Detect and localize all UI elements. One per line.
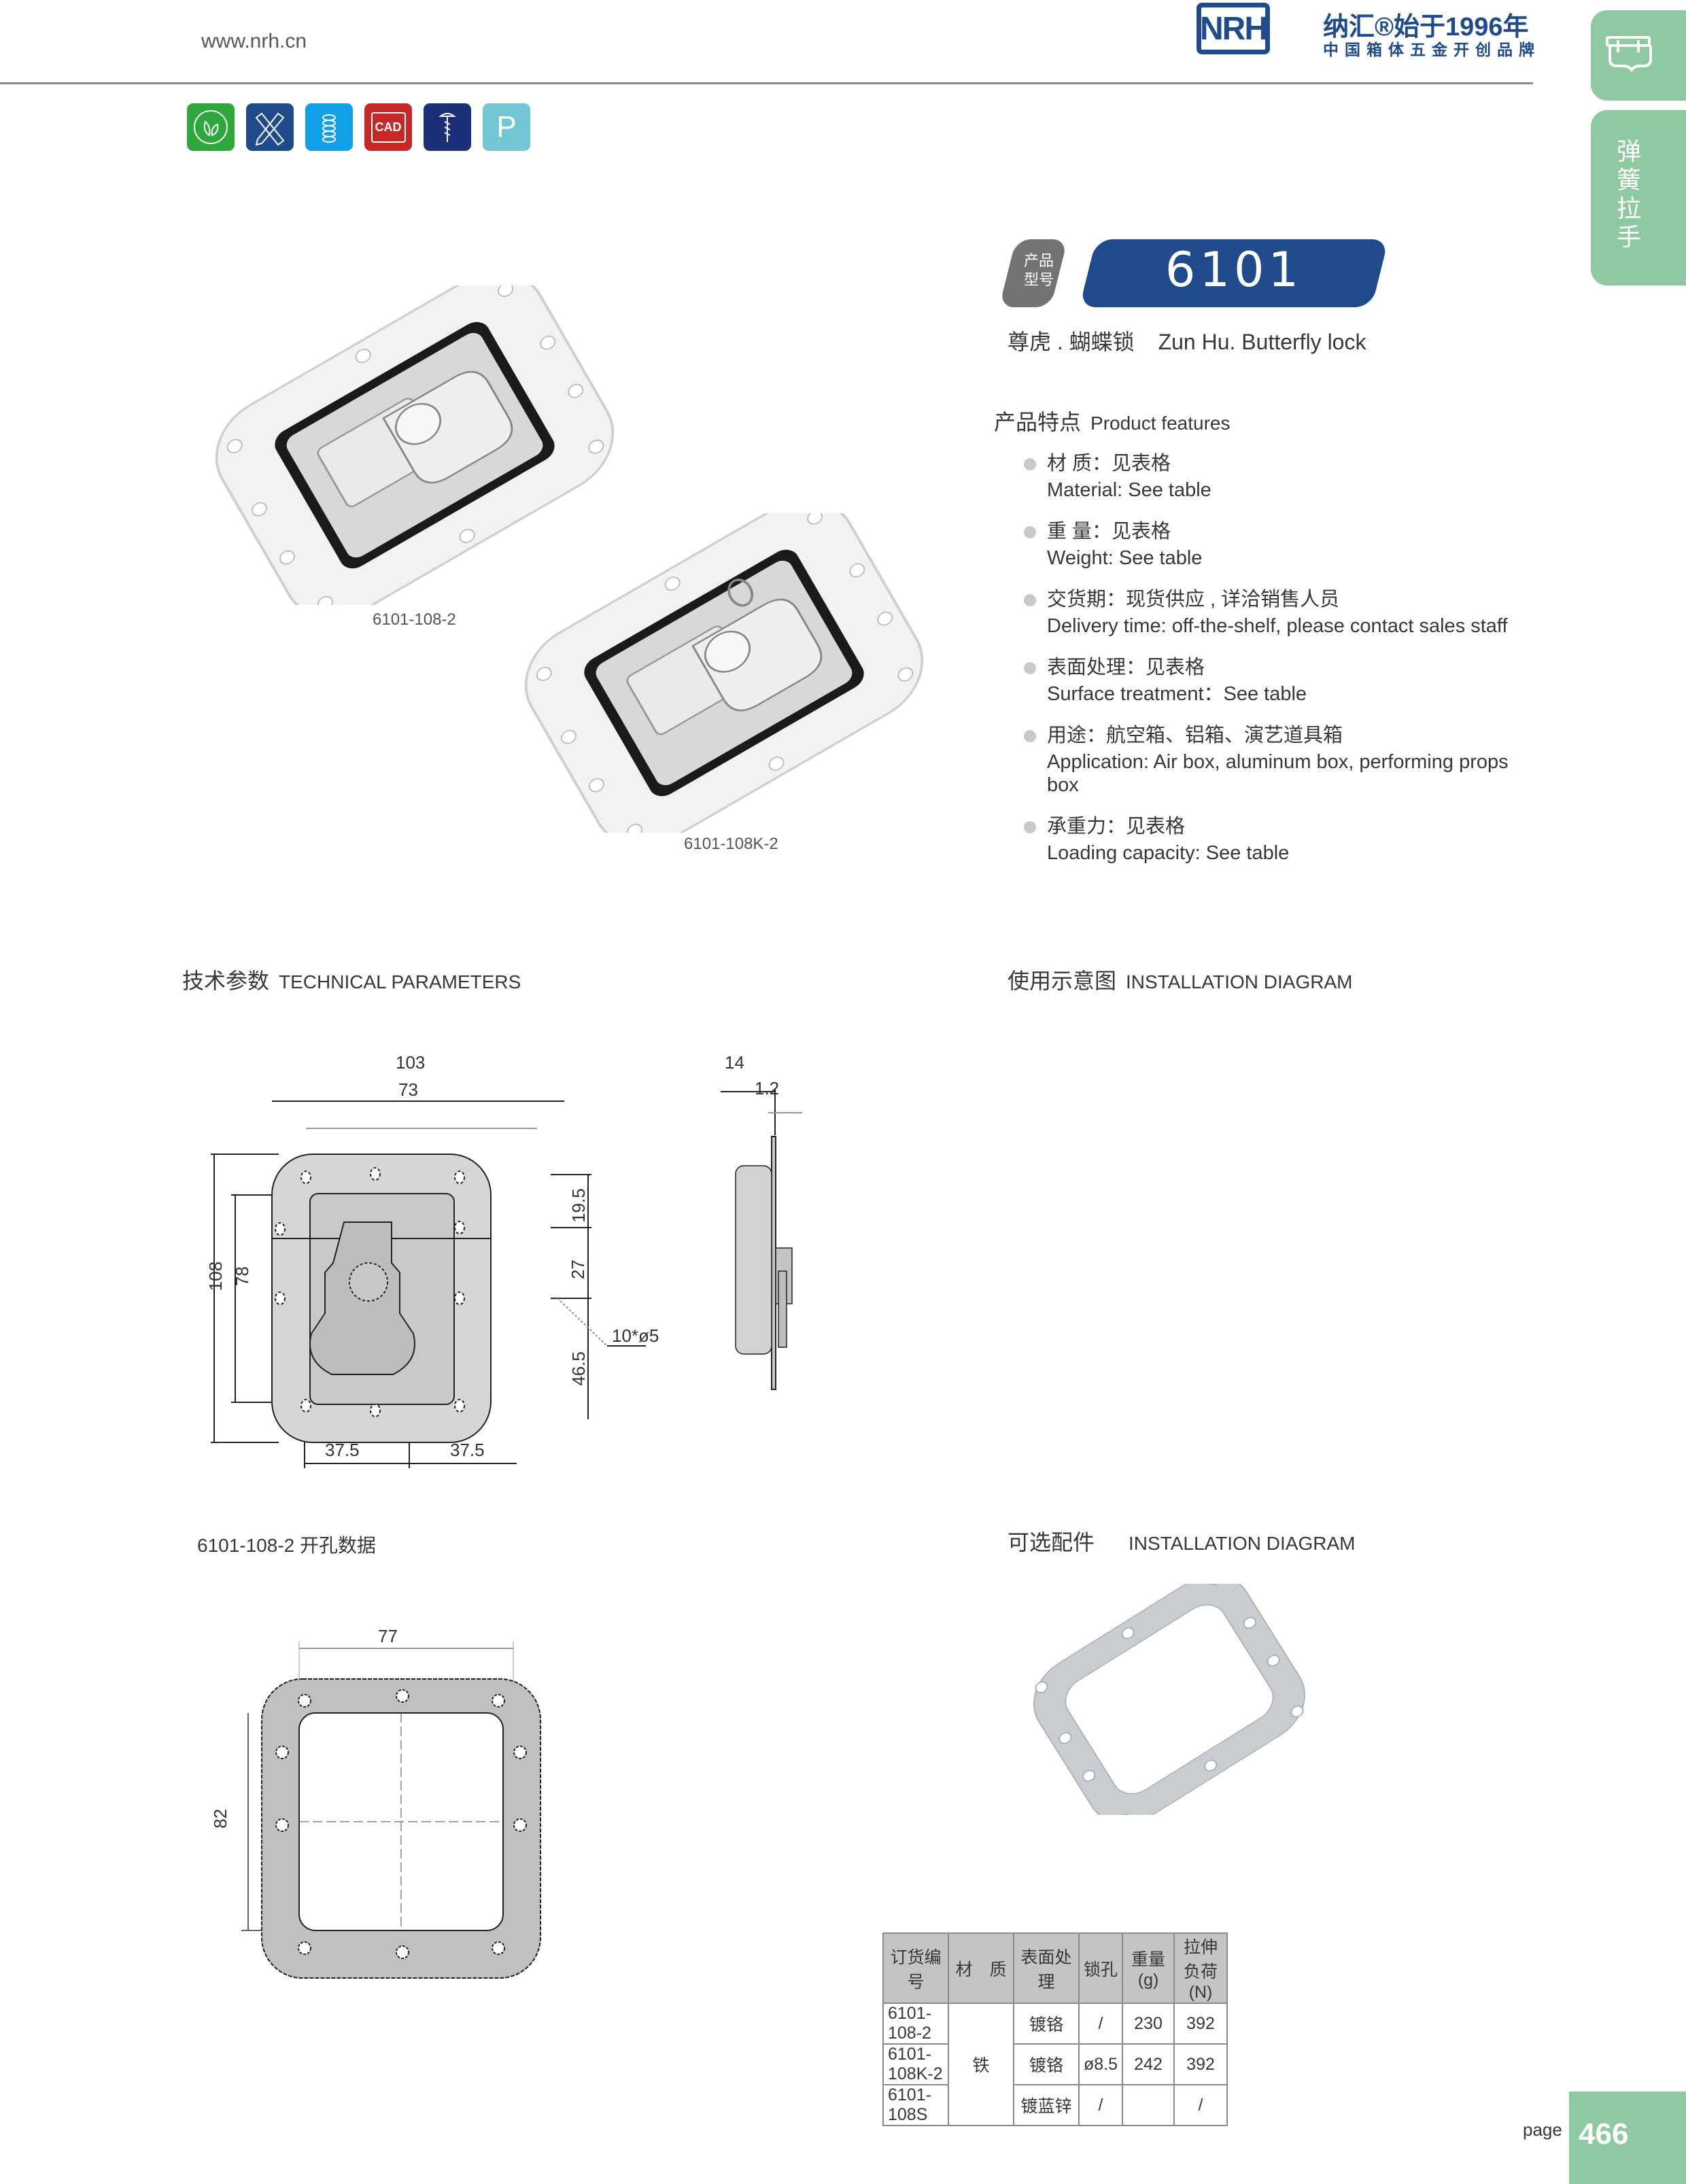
category-char: 弹	[1616, 137, 1641, 165]
model-label-text: 产品 型号	[1024, 252, 1054, 288]
dim-overall-width: 103	[396, 1052, 426, 1073]
category-char: 拉	[1616, 194, 1641, 222]
dim-bottom-left: 37.5	[325, 1440, 360, 1460]
col-load: 拉伸负荷(N)	[1173, 1932, 1228, 2004]
category-tab-spring-handle[interactable]: 弹 簧 拉 手	[1591, 110, 1686, 285]
model-number: 6101	[1165, 242, 1303, 298]
eco-leaf-icon	[187, 103, 235, 151]
dim-hole-spacing-3: 46.5	[568, 1351, 589, 1386]
dim-inner-height: 78	[231, 1266, 252, 1286]
page-label: page	[1523, 2119, 1562, 2140]
brand-name: 纳汇®始于1996年	[1323, 13, 1529, 41]
cad-icon: CAD	[364, 103, 412, 151]
cell-surface: 镀蓝锌	[1013, 2084, 1080, 2126]
photo-caption: 6101-108K-2	[684, 835, 778, 853]
p-label: P	[496, 110, 517, 143]
category-char: 手	[1616, 223, 1641, 251]
dim-depth: 14	[725, 1052, 744, 1073]
category-icon-tab[interactable]	[1591, 10, 1686, 101]
cell-code: 6101-108-2	[882, 2003, 949, 2045]
dim-cutout-width: 77	[378, 1626, 398, 1646]
p-icon: P	[483, 103, 530, 151]
table-row: 6101-108K-2 镀铬 ø8.5 242 392	[882, 2043, 1228, 2085]
photo-caption: 6101-108-2	[373, 610, 456, 629]
cell-load: /	[1173, 2084, 1228, 2126]
col-weight: 重量(g)	[1122, 1932, 1175, 2004]
dim-bottom-right: 37.5	[450, 1440, 485, 1460]
category-char: 簧	[1616, 166, 1641, 194]
cell-code: 6101-108S	[882, 2084, 949, 2126]
col-material: 材 质	[948, 1932, 1014, 2004]
col-surface: 表面处理	[1013, 1932, 1080, 2004]
dim-inner-width: 73	[398, 1079, 418, 1100]
cell-surface: 镀铬	[1013, 2003, 1080, 2045]
cell-load: 392	[1173, 2003, 1228, 2045]
col-order-code: 订货编号	[882, 1932, 949, 2004]
dim-cutout-height: 82	[209, 1809, 230, 1828]
cutout-title: 6101-108-2 开孔数据	[197, 1535, 377, 1556]
cell-weight: 230	[1122, 2003, 1175, 2045]
table-row: 6101-108S 镀蓝锌 / /	[882, 2084, 1228, 2126]
spec-table: 订货编号 材 质 表面处理 锁孔 重量(g) 拉伸负荷(N) 6101-108-…	[882, 1932, 1228, 2126]
cell-load: 392	[1173, 2043, 1228, 2085]
bullet-icon	[1024, 730, 1036, 742]
product-name-cn: 尊虎 . 蝴蝶锁	[1008, 330, 1135, 354]
dim-hole-spacing-1: 19.5	[568, 1188, 589, 1223]
optional-ring-illustration	[1033, 1584, 1306, 1815]
dim-overall-height: 108	[205, 1261, 226, 1292]
cell-lock-hole: /	[1078, 2084, 1124, 2126]
dim-thickness: 1.2	[755, 1078, 780, 1098]
table-header-row: 订货编号 材 质 表面处理 锁孔 重量(g) 拉伸负荷(N)	[882, 1932, 1228, 2004]
cell-weight: 242	[1122, 2043, 1175, 2085]
cell-weight	[1122, 2084, 1175, 2126]
product-name-en: Zun Hu. Butterfly lock	[1158, 330, 1366, 354]
bullet-icon	[1024, 594, 1036, 606]
product-name: 尊虎 . 蝴蝶锁 Zun Hu. Butterfly lock	[1008, 325, 1366, 356]
side-view-drawing	[721, 1089, 802, 1390]
cell-surface: 镀铬	[1013, 2043, 1080, 2085]
spring-icon	[305, 103, 353, 151]
front-view-drawing	[211, 1100, 646, 1468]
nrh-logo: NRH	[1197, 3, 1270, 54]
cell-lock-hole: ø8.5	[1078, 2043, 1124, 2085]
table-row: 6101-108-2 铁 镀铬 / 230 392	[882, 2003, 1228, 2126]
cad-label: CAD	[371, 111, 406, 143]
dim-hole-spacing-2: 27	[567, 1260, 588, 1279]
product-photo-6101-108-2	[215, 285, 615, 605]
bullet-icon	[1024, 526, 1036, 538]
cell-code: 6101-108K-2	[882, 2043, 949, 2085]
header-divider	[0, 82, 1533, 84]
cutout-drawing	[241, 1642, 541, 1979]
brand-tagline: 中国箱体五金开创品牌	[1323, 41, 1541, 58]
latch-icon	[1606, 36, 1652, 73]
feature-item: 重 量：见表格 Weight: See table	[1024, 517, 1541, 570]
product-photo-6101-108K-2	[524, 513, 924, 833]
bullet-icon	[1024, 458, 1036, 470]
dim-holes: 10*ø5	[612, 1325, 659, 1346]
bullet-icon	[1024, 662, 1036, 674]
design-tools-icon	[246, 103, 294, 151]
page-number: 466	[1569, 2092, 1686, 2184]
screw-icon	[424, 103, 471, 151]
cell-material: 铁	[948, 2003, 1014, 2126]
bullet-icon	[1024, 821, 1036, 833]
col-lock-hole: 锁孔	[1078, 1932, 1124, 2004]
cell-lock-hole: /	[1078, 2003, 1124, 2045]
website-url[interactable]: www.nrh.cn	[201, 30, 307, 52]
feature-icon-bar: CAD P	[187, 103, 530, 151]
